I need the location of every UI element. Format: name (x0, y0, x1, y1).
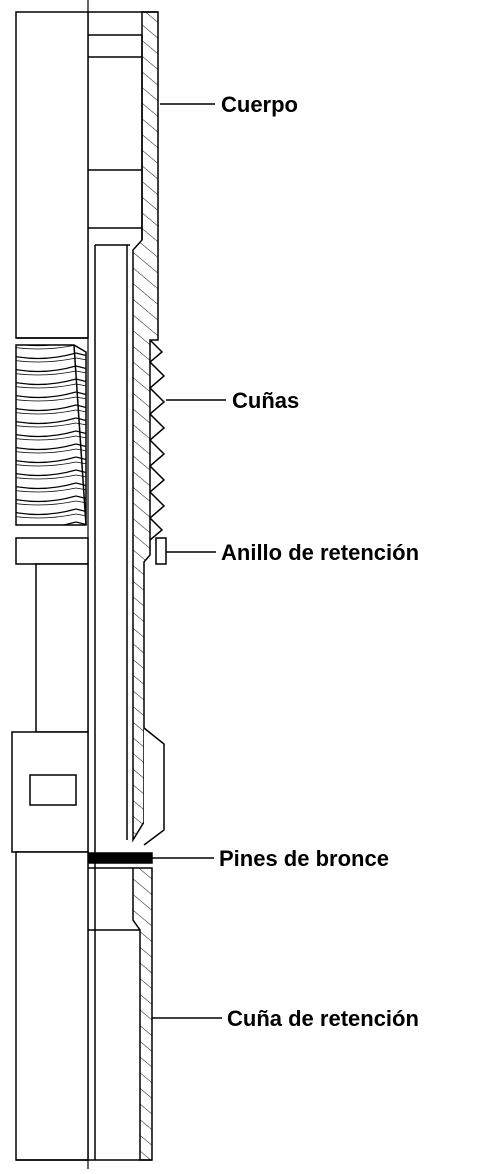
retention-ring-left (15, 537, 89, 565)
retention-ring-right (155, 537, 167, 565)
slips-taper (73, 344, 87, 526)
bottom-body-section-hatch (132, 867, 153, 1161)
bottom-body-left (15, 851, 89, 1161)
label-cuerpo: Cuerpo (221, 92, 298, 117)
label-anillo: Anillo de retención (221, 540, 419, 565)
slips-section-teeth (148, 339, 166, 541)
tool-body-group (11, 0, 167, 1169)
leader-lines (152, 103, 226, 1019)
lower-sleeve-left (35, 563, 89, 733)
slips-outer-left (15, 344, 87, 526)
label-cuna-retencion: Cuña de retención (227, 1006, 419, 1031)
collar-window (29, 774, 77, 806)
collar-right-section (143, 727, 165, 846)
label-cunas: Cuñas (232, 388, 299, 413)
bronze-pins-band (87, 852, 153, 864)
label-pines: Pines de bronce (219, 846, 389, 871)
upper-body-outer (15, 11, 89, 339)
upper-body-section-hatch (132, 11, 159, 843)
